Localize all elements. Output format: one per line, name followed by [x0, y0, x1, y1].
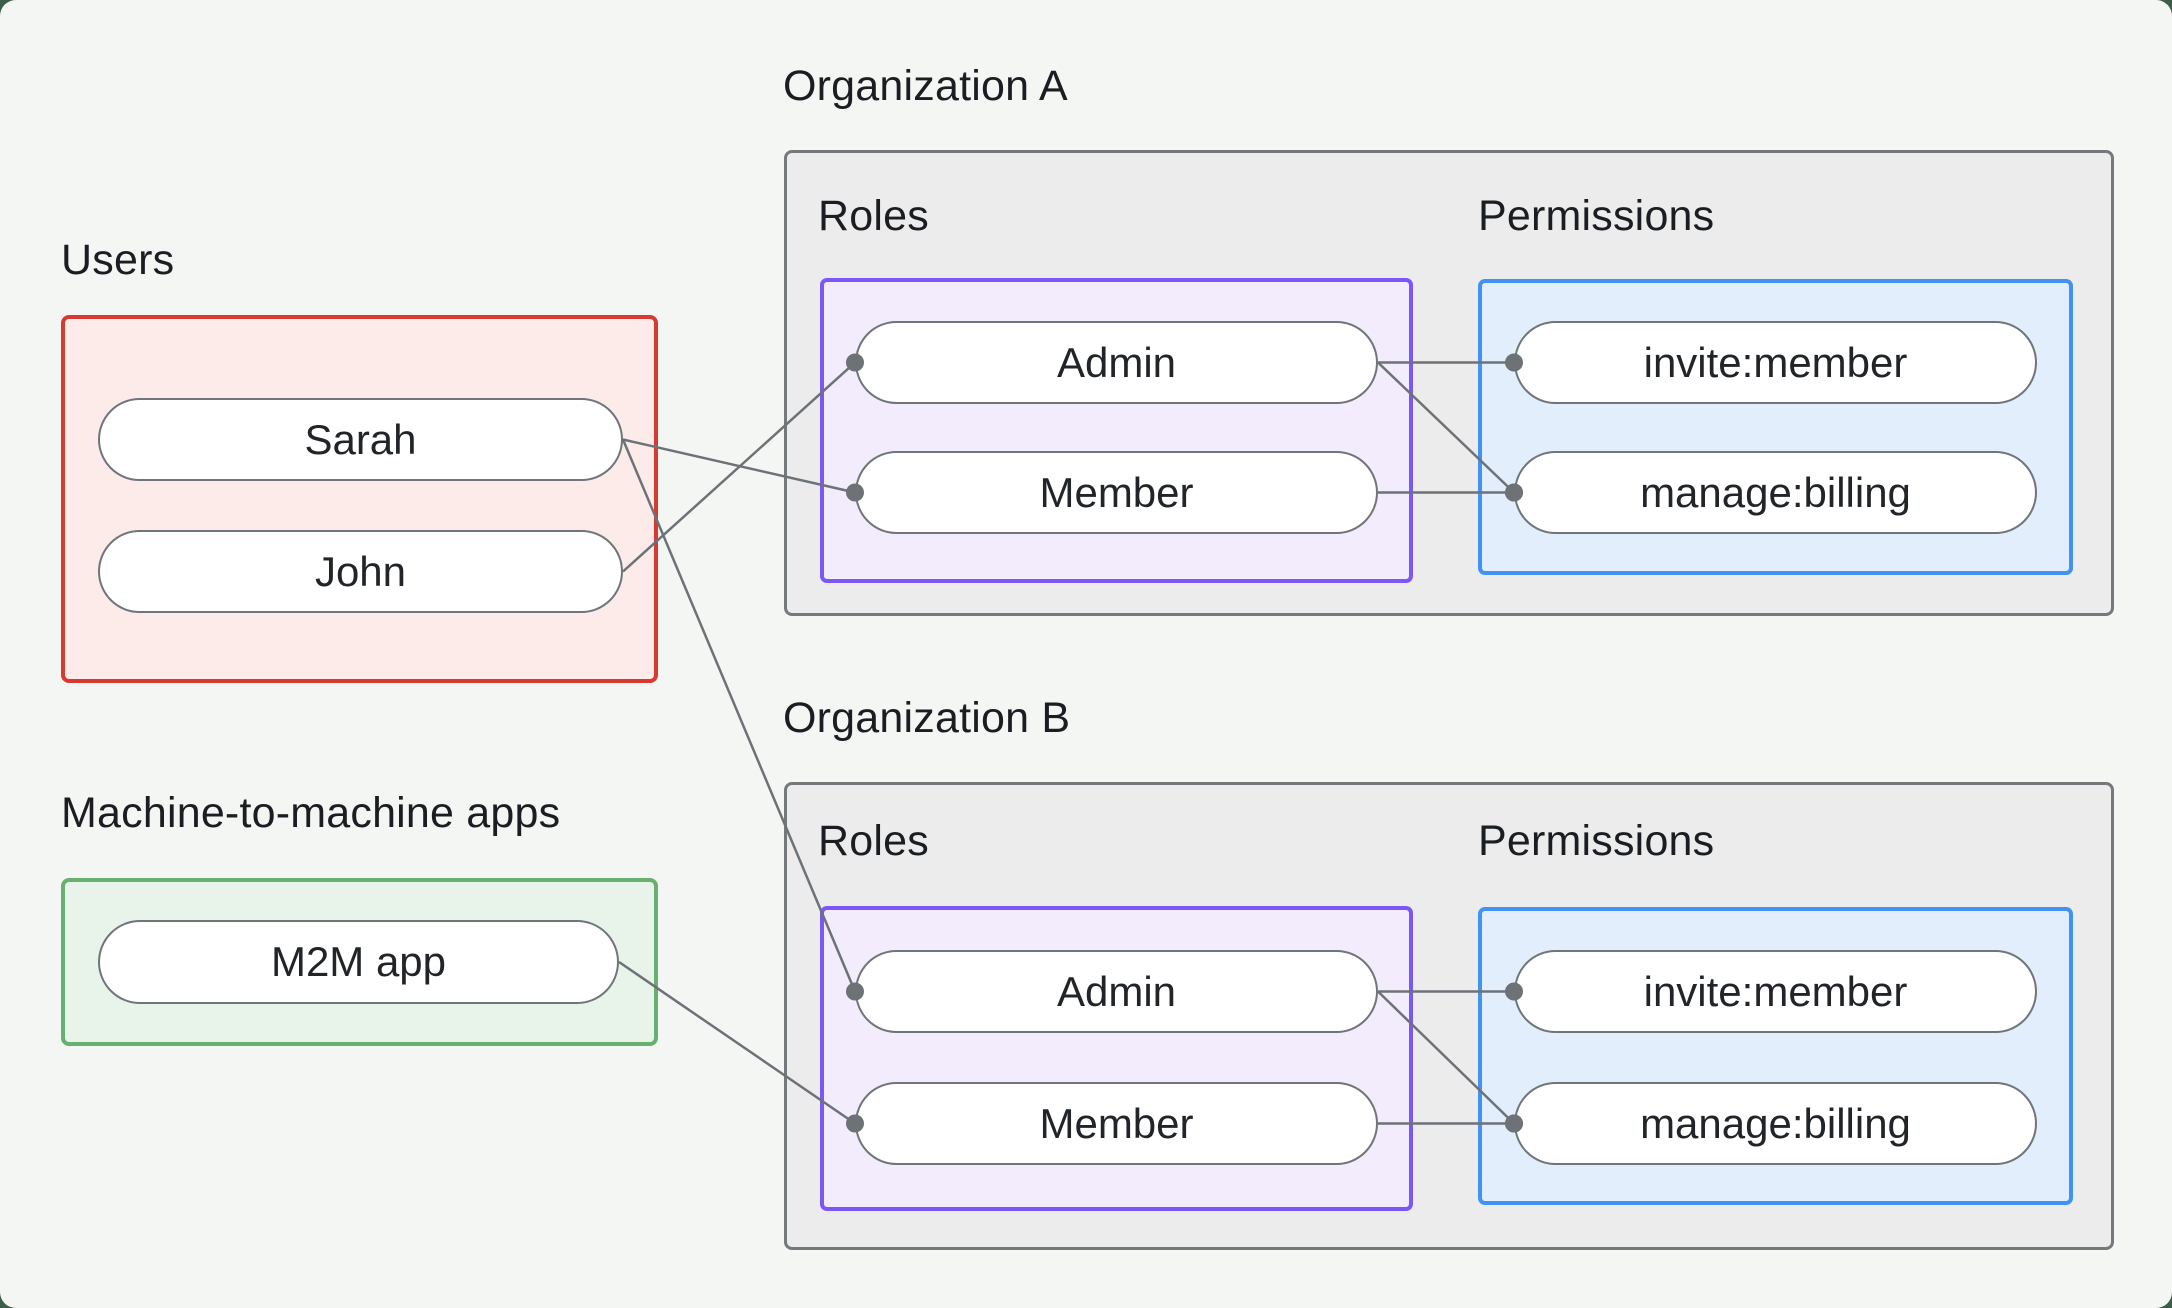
org-b-roles-label: Roles — [818, 817, 929, 865]
org-a-permission-pill-invite-member: invite:member — [1514, 321, 2037, 404]
org-a-permissions-label: Permissions — [1478, 192, 1715, 240]
org-a-role-pill-member: Member — [855, 451, 1378, 534]
org-a-role-pill-admin: Admin — [855, 321, 1378, 404]
org-a-permission-pill-manage-billing: manage:billing — [1514, 451, 2037, 534]
users-section-label: Users — [61, 236, 175, 284]
users-group-box — [61, 315, 658, 683]
org-b-role-pill-admin: Admin — [855, 950, 1378, 1033]
m2m-section-label: Machine-to-machine apps — [61, 789, 561, 837]
org-a-roles-label: Roles — [818, 192, 929, 240]
user-pill-sarah: Sarah — [98, 398, 623, 481]
org-b-permission-pill-manage-billing: manage:billing — [1514, 1082, 2037, 1165]
org-b-title: Organization B — [783, 694, 1071, 742]
org-a-title: Organization A — [783, 62, 1068, 110]
org-b-role-pill-member: Member — [855, 1082, 1378, 1165]
user-pill-john: John — [98, 530, 623, 613]
org-b-permissions-label: Permissions — [1478, 817, 1715, 865]
org-b-permission-pill-invite-member: invite:member — [1514, 950, 2037, 1033]
m2m-app-pill: M2M app — [98, 920, 619, 1004]
